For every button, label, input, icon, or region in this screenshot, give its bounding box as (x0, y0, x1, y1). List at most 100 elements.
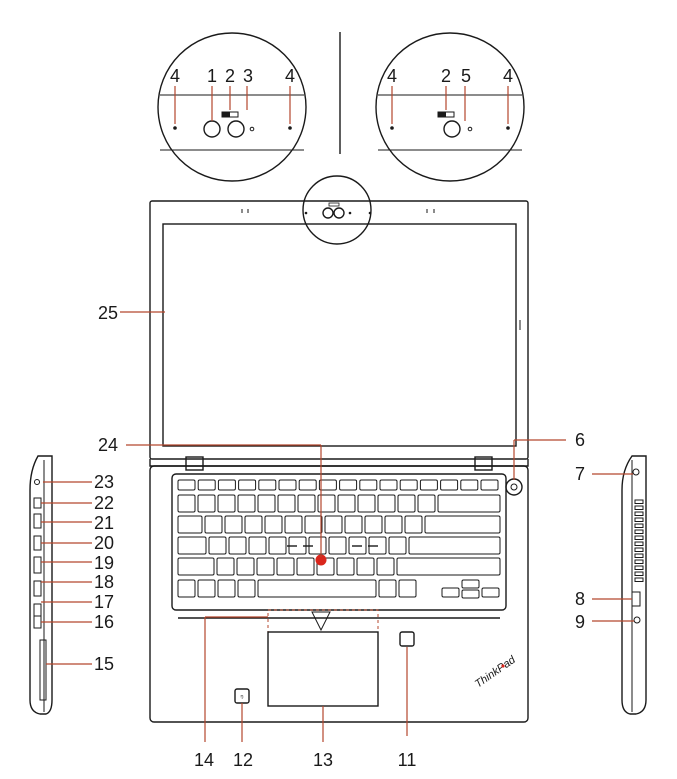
keyboard-key (228, 536, 247, 555)
trackpoint-buttons (311, 611, 331, 632)
keyboard-key (237, 494, 256, 513)
vent-slot (634, 535, 644, 540)
callout-19: 19 (94, 553, 114, 573)
zoom-circle-right (375, 32, 525, 182)
keyboard-key (298, 479, 317, 491)
callout-13: 13 (313, 750, 333, 770)
keyboard-key (268, 536, 287, 555)
left-side-view (29, 455, 53, 715)
callout-4: 4 (503, 66, 513, 86)
microphone-dot (506, 126, 510, 130)
keyboard-key (216, 557, 235, 576)
callout-2: 2 (225, 66, 235, 86)
keyboard-key (481, 587, 500, 598)
keyboard-key (397, 494, 416, 513)
laptop-lid (149, 175, 529, 460)
keyboard-key (324, 515, 343, 534)
zoom-circle-left (157, 32, 307, 182)
keyboard-key (404, 515, 423, 534)
keyboard-key (337, 494, 356, 513)
keyboard-key (297, 494, 316, 513)
vent-slot (634, 523, 644, 528)
hinge-right (474, 456, 493, 471)
vent-slot (634, 511, 644, 516)
brand-logo: ThinkPad (473, 653, 519, 690)
keyboard-key (177, 515, 203, 534)
keyboard-key (177, 479, 196, 491)
keyboard-key (248, 536, 267, 555)
vent-slot (634, 529, 644, 534)
keyboard-key (359, 479, 378, 491)
callout-17: 17 (94, 592, 114, 612)
keyboard-key (236, 557, 255, 576)
keyboard-key (177, 579, 196, 598)
keyboard-key (197, 494, 216, 513)
callout-24: 24 (98, 435, 118, 455)
callout-23: 23 (94, 472, 114, 492)
callout-15: 15 (94, 654, 114, 674)
keyboard-key (217, 479, 236, 491)
keyboard-key (244, 515, 263, 534)
laptop-base: ᵑ ThinkPad (149, 456, 529, 723)
keyboard-key (339, 479, 358, 491)
keyboard-key (460, 479, 479, 491)
keyboard-key (461, 579, 480, 589)
vent-slot (634, 577, 644, 582)
keyboard-key (328, 536, 347, 555)
keyboard-key (197, 479, 216, 491)
keyboard-key (276, 557, 295, 576)
callout-9: 9 (575, 612, 585, 632)
microphone-dot (390, 126, 394, 130)
keyboard-key (419, 479, 438, 491)
keyboard-key (238, 479, 257, 491)
keyboard-key (204, 515, 223, 534)
keyboard-key (399, 479, 418, 491)
keyboard-key (388, 536, 407, 555)
keyboard-key (257, 579, 377, 598)
callout-8: 8 (575, 589, 585, 609)
svg-text:ᵑ: ᵑ (240, 693, 243, 702)
fingerprint-reader (399, 631, 415, 647)
camera-lens (227, 120, 245, 138)
keyboard-key (424, 515, 501, 534)
infrared-camera-lens (203, 120, 221, 138)
keyboard-key (440, 479, 459, 491)
keyboard (177, 479, 501, 599)
keyboard-key (379, 479, 398, 491)
trackpoint (315, 554, 327, 566)
keyboard-key (278, 479, 297, 491)
keyboard-area (171, 473, 507, 611)
callout-21: 21 (94, 513, 114, 533)
keyboard-key (318, 479, 337, 491)
keyboard-key (277, 494, 296, 513)
callout-20: 20 (94, 533, 114, 553)
vent-slot (634, 553, 644, 558)
callout-22: 22 (94, 493, 114, 513)
callout-4: 4 (170, 66, 180, 86)
callout-18: 18 (94, 572, 114, 592)
vent-slot (634, 547, 644, 552)
keyboard-key (258, 479, 277, 491)
camera-lens (443, 120, 461, 138)
keyboard-key (284, 515, 303, 534)
callout-6: 6 (575, 430, 585, 450)
keyboard-key (376, 557, 395, 576)
keyboard-key (461, 589, 480, 599)
callout-25: 25 (98, 303, 118, 323)
callout-11: 11 (398, 750, 417, 770)
hinge-left (185, 456, 204, 471)
keyboard-key (336, 557, 355, 576)
keyboard-key (264, 515, 283, 534)
keyboard-key (257, 494, 276, 513)
keyboard-key (396, 557, 501, 576)
keyboard-key (217, 494, 236, 513)
keyboard-key (256, 557, 275, 576)
callout-14: 14 (194, 750, 214, 770)
keyboard-key (197, 579, 216, 598)
keyboard-key (441, 587, 460, 598)
trackpad (267, 631, 379, 707)
callout-12: 12 (233, 750, 253, 770)
keyboard-key (237, 579, 256, 598)
